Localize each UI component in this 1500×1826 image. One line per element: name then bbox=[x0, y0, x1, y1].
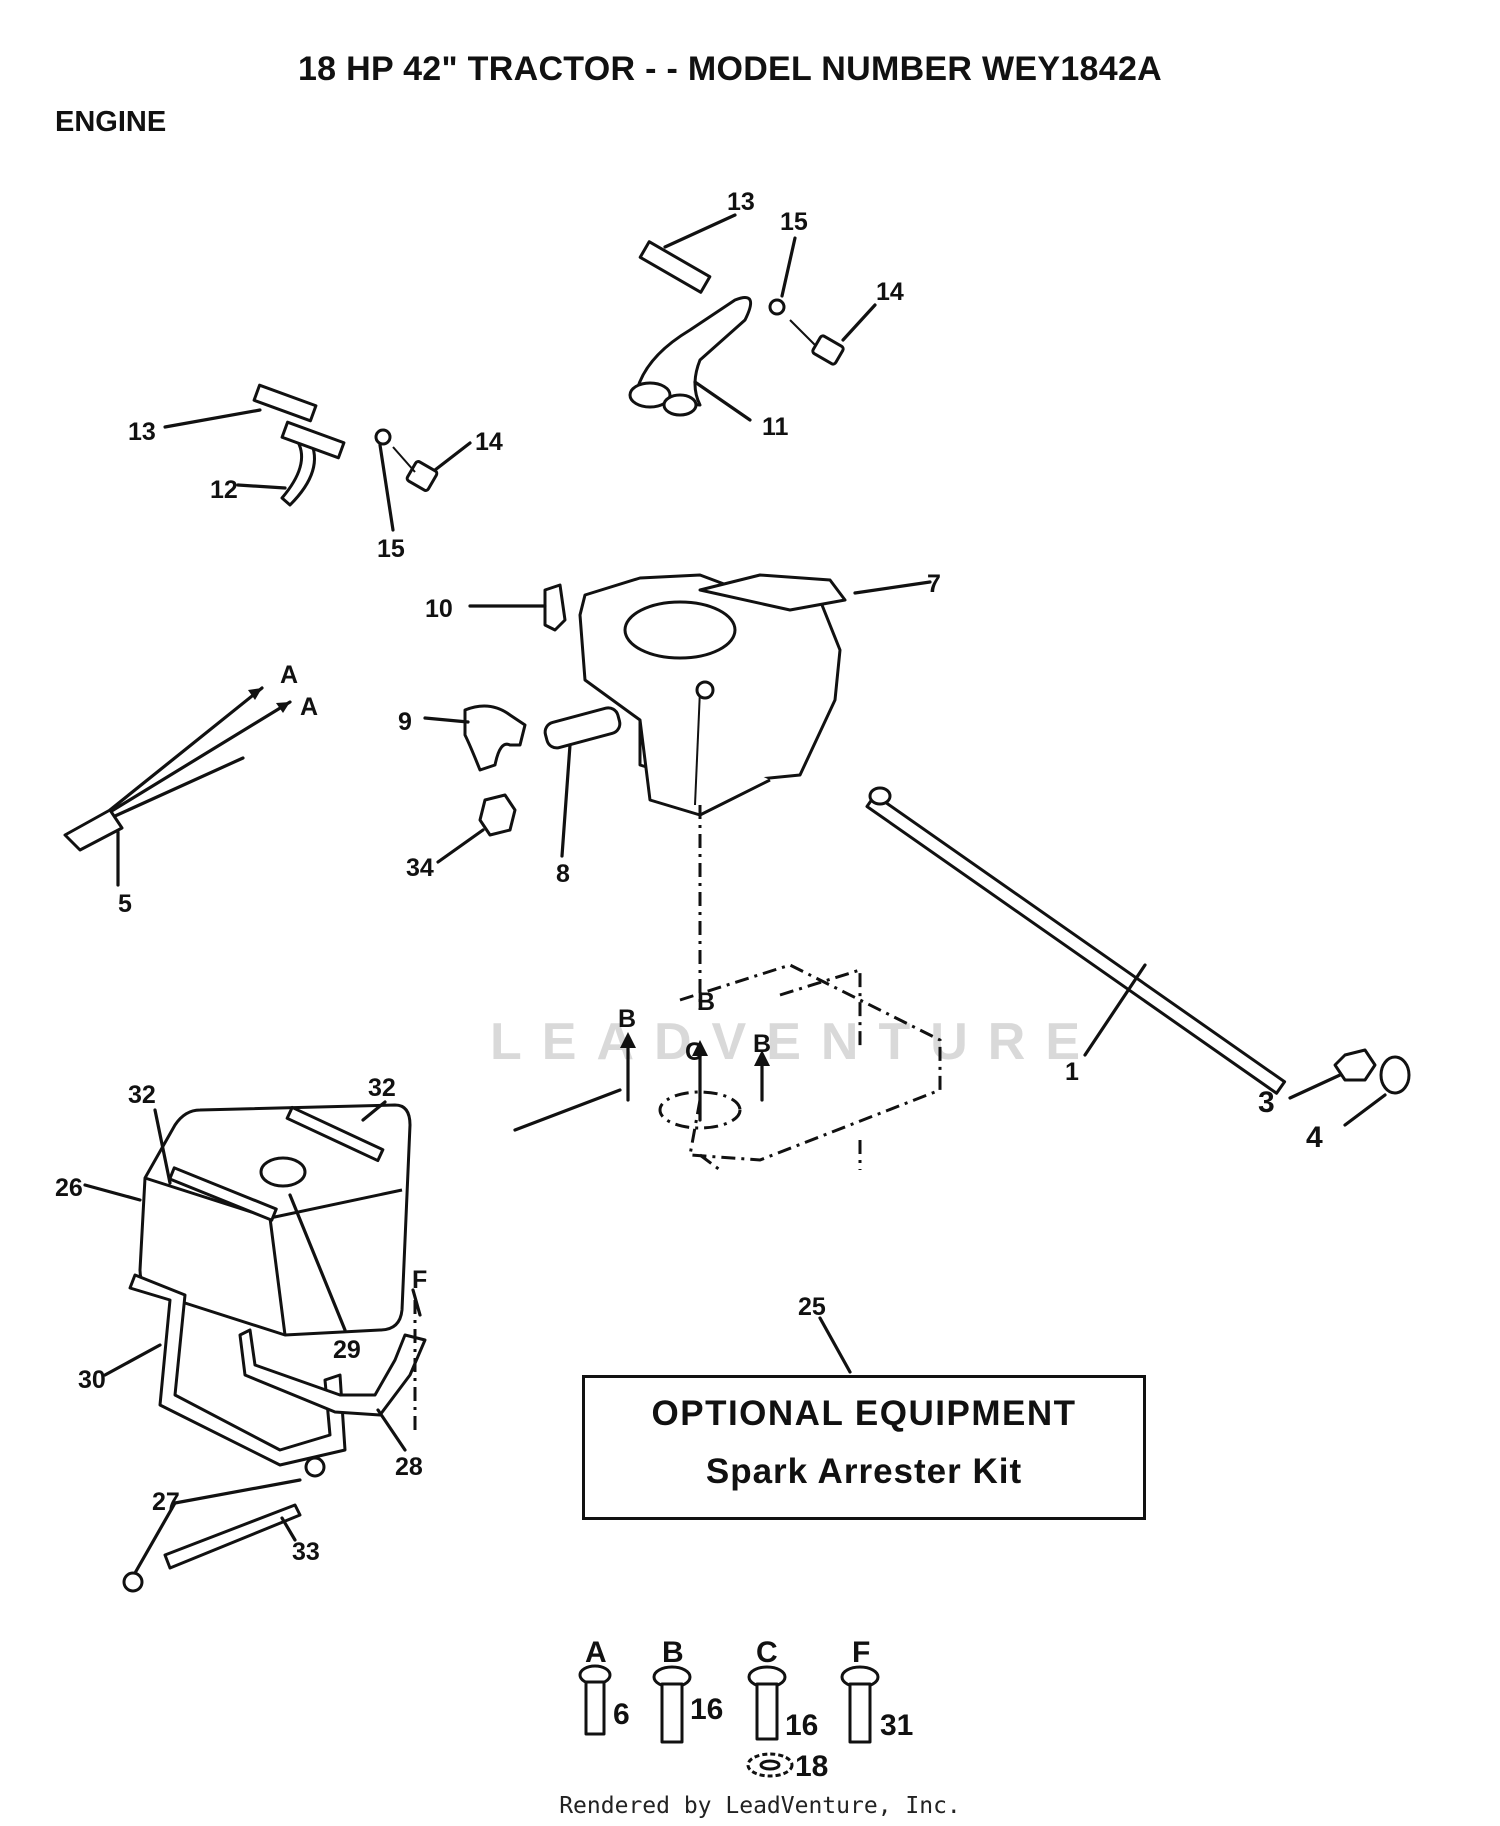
bracket-10 bbox=[543, 583, 567, 632]
ref-letter-b: B bbox=[697, 988, 715, 1016]
callout-30: 30 bbox=[78, 1366, 106, 1394]
tank-bracket-30 bbox=[128, 1273, 347, 1467]
ref-letter-a: A bbox=[300, 693, 318, 721]
callout-12: 12 bbox=[210, 476, 238, 504]
callout-14: 14 bbox=[475, 428, 503, 456]
key-washer-part: 18 bbox=[795, 1750, 828, 1783]
ref-letter-b: B bbox=[618, 1005, 636, 1033]
tank-strap-28 bbox=[238, 1328, 427, 1417]
callout-7: 7 bbox=[927, 570, 941, 598]
key-part-f: 31 bbox=[880, 1709, 913, 1742]
ref-letter-a: A bbox=[280, 661, 298, 689]
throttle-cable-5 bbox=[63, 686, 292, 852]
diagram-title: 18 HP 42" TRACTOR - - MODEL NUMBER WEY18… bbox=[297, 50, 1163, 88]
dipstick-tube-1 bbox=[865, 786, 1287, 1095]
fuel-line-33 bbox=[122, 1456, 326, 1593]
tube-8 bbox=[543, 706, 622, 750]
plug-34 bbox=[478, 793, 517, 837]
key-letter-b: B bbox=[662, 1636, 684, 1669]
key-part-c: 16 bbox=[785, 1709, 818, 1742]
bolt-c-icon bbox=[747, 1665, 787, 1741]
callout-28: 28 bbox=[395, 1453, 423, 1481]
optional-equipment-title: OPTIONAL EQUIPMENT bbox=[651, 1394, 1077, 1433]
callout-4: 4 bbox=[1306, 1121, 1323, 1154]
callout-34: 34 bbox=[406, 854, 434, 882]
callout-32: 32 bbox=[368, 1074, 396, 1102]
lock-washer-icon bbox=[746, 1752, 794, 1778]
key-part-b: 16 bbox=[690, 1693, 723, 1726]
callout-26: 26 bbox=[55, 1174, 83, 1202]
elbow-9 bbox=[463, 704, 527, 772]
callout-25: 25 bbox=[798, 1293, 826, 1321]
callout-11: 11 bbox=[762, 413, 789, 441]
callout-9: 9 bbox=[398, 708, 412, 736]
bolt-f-icon bbox=[840, 1665, 880, 1744]
callout-10: 10 bbox=[425, 595, 453, 623]
fastener-key bbox=[578, 1664, 880, 1778]
callout-15: 15 bbox=[377, 535, 405, 563]
footer-credit: Rendered by LeadVenture, Inc. bbox=[559, 1793, 961, 1819]
bolt-b-icon bbox=[652, 1665, 692, 1744]
callout-1: 1 bbox=[1065, 1058, 1079, 1086]
key-letter-c: C bbox=[756, 1636, 778, 1669]
callout-5: 5 bbox=[118, 890, 132, 918]
callout-14: 14 bbox=[876, 278, 904, 306]
fuel-tank-26 bbox=[138, 1103, 412, 1337]
callout-13: 13 bbox=[727, 188, 755, 216]
exhaust-pipe-12 bbox=[252, 383, 439, 507]
ref-letter-c: C bbox=[685, 1038, 703, 1066]
callout-15: 15 bbox=[780, 208, 808, 236]
key-part-a: 6 bbox=[613, 1698, 630, 1731]
callout-32: 32 bbox=[128, 1081, 156, 1109]
key-letter-f: F bbox=[852, 1636, 870, 1669]
washer-4 bbox=[1379, 1055, 1411, 1095]
exhaust-pipe-11 bbox=[628, 240, 845, 417]
callout-13: 13 bbox=[128, 418, 156, 446]
engine-mount-frame bbox=[513, 805, 942, 1172]
ref-letter-f: F bbox=[412, 1266, 427, 1294]
callout-8: 8 bbox=[556, 860, 570, 888]
nut-3 bbox=[1333, 1048, 1377, 1082]
ref-letter-b: B bbox=[753, 1030, 771, 1058]
key-letter-a: A bbox=[585, 1636, 607, 1669]
callout-27: 27 bbox=[152, 1488, 180, 1516]
watermark-text: LEADVENTURE bbox=[490, 1013, 1101, 1071]
callout-33: 33 bbox=[292, 1538, 320, 1566]
optional-equipment-box: OPTIONAL EQUIPMENT Spark Arrester Kit bbox=[582, 1375, 1146, 1520]
callout-29: 29 bbox=[333, 1336, 361, 1364]
bolt-a-icon bbox=[578, 1664, 612, 1736]
optional-equipment-item: Spark Arrester Kit bbox=[705, 1452, 1023, 1491]
engine-block-7 bbox=[578, 573, 847, 817]
callout-3: 3 bbox=[1258, 1086, 1275, 1119]
section-heading: ENGINE bbox=[55, 106, 167, 138]
